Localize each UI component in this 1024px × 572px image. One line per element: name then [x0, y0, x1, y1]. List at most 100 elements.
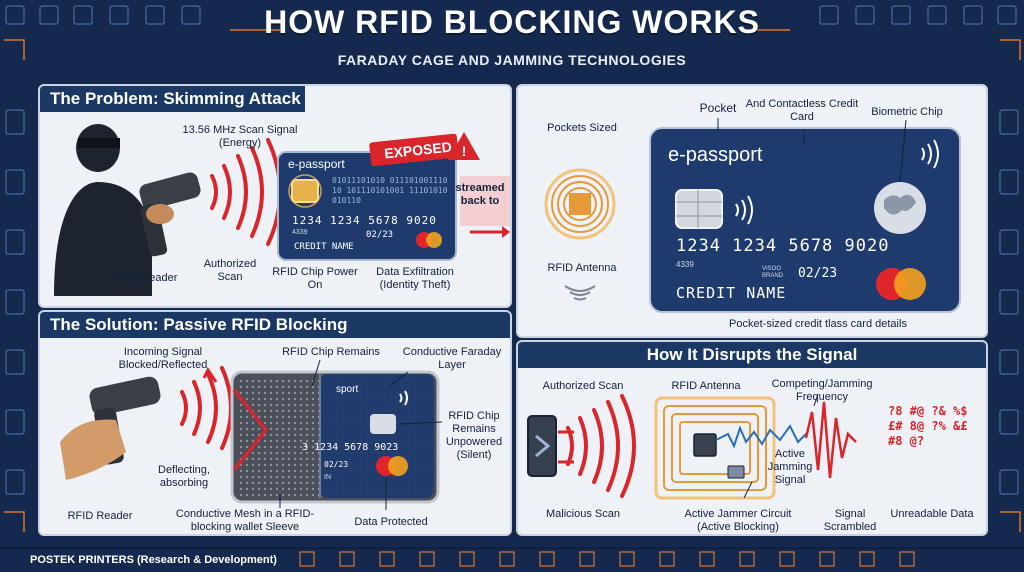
scanner-device-icon	[527, 415, 557, 477]
card-expiry: 02/23	[366, 230, 394, 240]
contactless-icon	[735, 195, 753, 225]
problem-heading: The Problem: Skimming Attack	[40, 86, 305, 112]
data-stream	[460, 176, 510, 238]
rfid-antenna-icon	[544, 168, 616, 240]
card-number: 1234 1234 5678 9020	[292, 214, 437, 227]
chip-icon	[819, 5, 839, 25]
reflect-arrow-icon	[202, 367, 218, 383]
signal-icon	[564, 285, 596, 301]
chip-icon	[999, 349, 1019, 375]
chip-icon	[5, 469, 25, 495]
chip-icon	[999, 229, 1019, 255]
passport-caption: Pocket-sized credit tlass card details	[729, 318, 907, 330]
jammer-chip-icon	[727, 465, 745, 479]
sleeve-card-number: 3 1234 5678 9023	[302, 442, 399, 453]
scan-wave-icon	[210, 138, 282, 246]
faraday-layer-label: Conductive Faraday Layer	[402, 346, 502, 371]
rfid-reader-icon	[60, 376, 161, 480]
passport-number: 1234 1234 5678 9020	[676, 236, 890, 256]
chip-icon	[999, 169, 1019, 195]
authorized-scan-label: Authorized Scan	[203, 258, 257, 283]
passport-small-digits: 4339	[676, 260, 694, 269]
active-jamming-label: Active Jamming Signal	[767, 448, 813, 486]
rfid-reader-icon	[139, 172, 201, 257]
data-protected-label: Data Protected	[354, 516, 428, 528]
mesh-label: Conductive Mesh in a RFID-blocking walle…	[175, 508, 315, 533]
chip-remains-label: RFID Chip Remains	[282, 346, 380, 358]
callout-lines	[717, 118, 907, 183]
footer-credit: POSTEK PRINTERS (Research & Development)	[30, 554, 277, 566]
chip-icon	[999, 289, 1019, 315]
chip-icon	[181, 5, 201, 25]
contactless-icon	[921, 139, 939, 169]
passport-name: CREDIT NAME	[676, 284, 787, 302]
chip-icon	[145, 5, 165, 25]
svg-text:!: !	[462, 143, 467, 159]
rfid-blocking-sleeve	[230, 370, 440, 504]
exposed-card	[277, 151, 457, 261]
chip-icon	[927, 5, 947, 25]
hacker-figure	[54, 124, 152, 296]
sleeve-card-brand: sport	[336, 384, 359, 395]
contactless-icon	[399, 390, 408, 406]
unreadable-data-label: Unreadable Data	[890, 508, 974, 520]
solution-illustration	[60, 359, 443, 510]
passport-expiry: 02/23	[798, 266, 838, 281]
card-name: CREDIT NAME	[294, 242, 354, 252]
incoming-signal-label: Incoming Signal Blocked/Reflected	[118, 346, 208, 371]
chip-icon	[5, 289, 25, 315]
chip-icon	[999, 409, 1019, 435]
card-binary: 01011101010 01110100111010 101110101001 …	[332, 176, 448, 205]
card-brand: e-passport	[288, 157, 345, 171]
malicious-scan-label: Malicious Scan	[546, 508, 620, 520]
chip-icon	[891, 5, 911, 25]
pocket-label: Pocket	[699, 101, 737, 115]
chip-icon	[5, 109, 25, 135]
scan-signal-label: 13.56 MHz Scan Signal (Energy)	[182, 124, 298, 149]
chip-icon	[855, 5, 875, 25]
page-subtitle: FARADAY CAGE AND JAMMING TECHNOLOGIES	[337, 52, 687, 68]
chip-icon	[5, 349, 25, 375]
blocked-wave-icon	[180, 366, 233, 450]
chip-icon	[693, 433, 717, 457]
page-title: HOW RFID BLOCKING WORKS	[264, 4, 760, 40]
contactless-label: And Contactless Credit Card	[745, 98, 859, 123]
chip-icon	[5, 169, 25, 195]
rfid-antenna-icon	[654, 396, 776, 500]
sleeve-card-expiry: 02/23	[324, 460, 349, 469]
authorized-scan-label: Authorized Scan	[542, 380, 624, 392]
disrupt-heading: How It Disrupts the Signal	[518, 342, 986, 368]
passport-illustration	[544, 118, 961, 313]
chip-icon	[5, 409, 25, 435]
chip-icon	[963, 5, 983, 25]
sleeve-card-small: IN	[324, 474, 331, 481]
problem-panel: The Problem: Skimming Attack	[38, 84, 512, 308]
passport-panel: Pockets Sized Pocket And Contactless Cre…	[516, 84, 988, 338]
unpowered-label: RFID Chip Remains Unpowered (Silent)	[445, 410, 503, 461]
solution-panel: The Solution: Passive RFID Blocking	[38, 310, 512, 536]
disrupt-panel: How It Disrupts the Signal	[516, 340, 988, 536]
passport-valid-text: VISOO BRAND	[762, 266, 784, 279]
competing-frequency-label: Competing/Jamming Frequency	[771, 378, 873, 403]
chip-icon	[5, 5, 25, 25]
disrupt-illustration	[527, 393, 857, 500]
card-small-digits: 4339	[292, 229, 308, 236]
signal-scrambled-label: Signal Scrambled	[823, 508, 877, 533]
scrambled-wave	[804, 401, 857, 479]
chip-icon	[39, 5, 59, 25]
chip-icon	[5, 229, 25, 255]
jamming-wave	[715, 424, 809, 449]
chip-icon	[999, 109, 1019, 135]
e-passport-card	[649, 127, 961, 313]
streamed-label: streamed back to	[455, 182, 505, 207]
deflecting-label: Deflecting, absorbing	[158, 464, 210, 489]
scan-wave-icon	[566, 394, 636, 498]
chip-icon	[997, 5, 1017, 25]
rfid-antenna-label: RFID Antenna	[671, 380, 741, 392]
solution-heading: The Solution: Passive RFID Blocking	[40, 312, 510, 338]
rfid-reader-label: RFID Reader	[67, 510, 133, 522]
jammer-circuit-label: Active Jammer Circuit (Active Blocking)	[684, 508, 792, 533]
problem-illustration: !	[54, 124, 510, 296]
